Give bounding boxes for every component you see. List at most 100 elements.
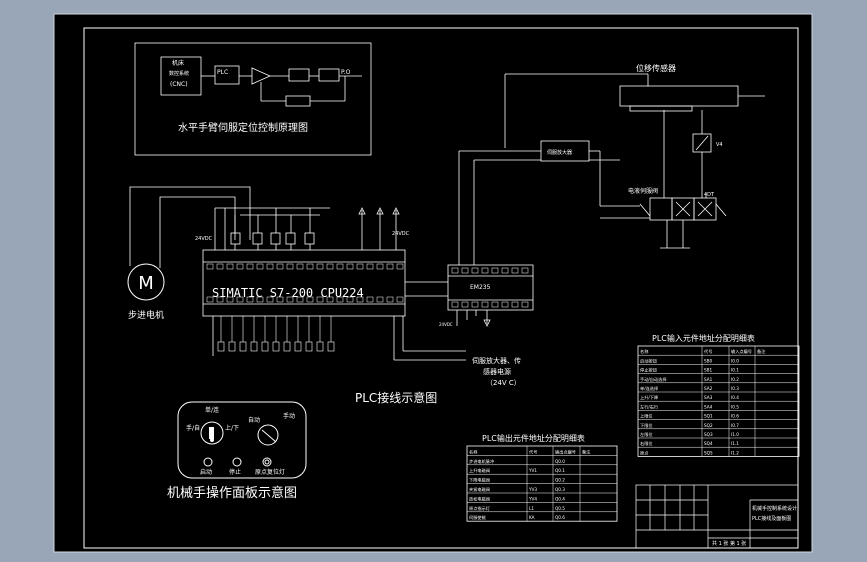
origin-lamp <box>262 457 272 467</box>
origin-label: 原点复位灯 <box>255 468 285 476</box>
plc-output-load <box>283 341 291 352</box>
table-cell: 伺服使能 <box>469 514 487 521</box>
ext-top-terminal <box>481 267 489 274</box>
plc-top-terminal <box>296 263 304 270</box>
plc-top-terminal <box>356 263 364 270</box>
plc-note-3: （24V C） <box>486 379 521 387</box>
plc-bottom-terminal <box>236 296 244 303</box>
left-knob-right: 上/下 <box>225 424 239 432</box>
table-header-cell: 输入点编号 <box>731 348 752 355</box>
plc-bottom-terminal <box>226 296 234 303</box>
title-block-sheet: 共 1 张 第 1 张 <box>712 540 746 547</box>
plc-top-terminal <box>216 263 224 270</box>
table-cell: 左行/右行 <box>640 403 658 410</box>
table-cell: 原点 <box>640 450 648 456</box>
table-header-cell: 备注 <box>757 348 766 355</box>
ext-top-terminal <box>521 267 529 274</box>
table-cell: KA <box>529 515 535 520</box>
plc-bottom-terminal <box>286 296 294 303</box>
ext-bottom-terminal <box>461 301 469 308</box>
plc-bottom-terminal <box>376 296 384 303</box>
stop-button[interactable] <box>232 457 242 467</box>
sensor-label: 位移传感器 <box>636 63 676 73</box>
table-header-cell: 备注 <box>582 448 591 455</box>
ext-top-terminal <box>511 267 519 274</box>
table-cell: SB0 <box>704 358 713 363</box>
ext-module <box>447 264 534 327</box>
plc-bottom-terminal <box>276 296 284 303</box>
table-cell: I1.2 <box>731 450 739 455</box>
stepper-label: 步进电机 <box>128 309 164 321</box>
plc-output-load <box>250 341 258 352</box>
table-cell: SA4 <box>704 404 713 409</box>
ext-top-terminal <box>461 267 469 274</box>
ext-bottom-terminal <box>491 301 499 308</box>
table-header-cell: 名称 <box>640 348 648 355</box>
plc-bottom-terminal <box>346 296 354 303</box>
plc-output-load <box>305 341 313 352</box>
ext-label: EM235 <box>470 284 491 291</box>
table-cell: YV3 <box>528 487 537 492</box>
servo-principle-diagram <box>134 42 372 156</box>
plc-24v-left: 24VDC <box>195 236 213 242</box>
table-cell: Q0.4 <box>555 496 565 501</box>
table-cell: 上升/下降 <box>640 394 659 401</box>
table-cell: I0.3 <box>731 386 739 391</box>
table-cell: I1.1 <box>731 441 739 446</box>
plc-bottom-terminal <box>366 296 374 303</box>
ext-bottom-terminal <box>481 301 489 308</box>
table-cell: SQ4 <box>704 441 713 446</box>
plc-top-terminal <box>246 263 254 270</box>
table-cell: Q0.1 <box>555 468 565 473</box>
title-block-name: 机械手控制系统设计 <box>752 505 797 512</box>
servo-cnc-label: (CNC) <box>170 81 188 88</box>
table-cell: SQ2 <box>704 423 713 428</box>
table-cell: 下降电磁阀 <box>469 477 490 484</box>
title-block-drawing-no: PLC接线及面板图 <box>752 515 791 522</box>
start-button[interactable] <box>203 457 213 467</box>
plc-top-terminal <box>396 263 404 270</box>
table-cell: 上限位 <box>640 413 653 420</box>
plc-top-terminal <box>386 263 394 270</box>
plc-model: SIMATIC S7-200 CPU224 <box>212 286 364 300</box>
plc-top-terminal <box>236 263 244 270</box>
left-knob[interactable] <box>209 427 214 439</box>
servo-plc-label: PLC <box>217 69 228 76</box>
table-cell: SA2 <box>704 386 713 391</box>
plc-bottom-terminal <box>336 296 344 303</box>
table-cell: Q0.3 <box>555 487 565 492</box>
plc-bottom-terminal <box>256 296 264 303</box>
plc-note-1: 伺服放大器、传 <box>472 356 521 365</box>
table-cell: I0.2 <box>731 377 739 382</box>
table-cell: Q0.6 <box>555 515 565 520</box>
plc-bottom-terminals <box>206 296 404 303</box>
motor-symbol: M <box>138 273 154 294</box>
valve-label: 电液伺服阀 <box>628 187 658 195</box>
table-cell: I0.7 <box>731 423 739 428</box>
plc-bottom-terminal <box>356 296 364 303</box>
table-cell: SA1 <box>704 377 713 382</box>
stop-label: 停止 <box>229 468 241 476</box>
plc-top-terminals <box>206 263 404 270</box>
plc-bottom-terminal <box>306 296 314 303</box>
table-cell: 手动/自动选择 <box>640 376 667 383</box>
table-cell: I0.5 <box>731 404 739 409</box>
plc-output-load <box>272 341 280 352</box>
right-knob-left: 自动 <box>248 416 260 424</box>
table-cell: 左限位 <box>640 431 653 438</box>
ext-bottom-terminal <box>521 301 529 308</box>
table-cell: 启动按钮 <box>640 357 657 364</box>
plc-output-load <box>316 341 324 352</box>
start-label: 启动 <box>200 468 212 476</box>
plc-output-load <box>294 341 302 352</box>
output-table-title: PLC输出元件地址分配明细表 <box>482 433 585 443</box>
left-knob-left: 手/自 <box>186 424 200 432</box>
plc-top-terminal <box>376 263 384 270</box>
drawing-canvas <box>53 13 813 553</box>
plc-output-loads <box>217 316 335 352</box>
plc-wiring <box>202 207 466 361</box>
input-table-title: PLC输入元件地址分配明细表 <box>652 333 755 343</box>
servo-caption: 水平手臂伺服定位控制原理图 <box>178 121 308 134</box>
ext-bottom-terminal <box>471 301 479 308</box>
